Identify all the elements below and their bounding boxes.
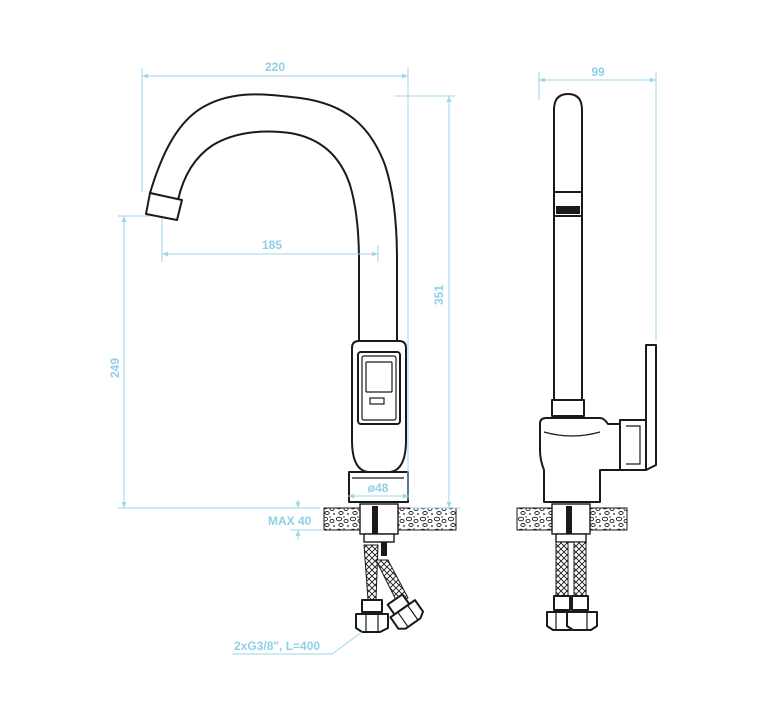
side-lever bbox=[645, 344, 657, 471]
hose-right bbox=[375, 559, 409, 605]
spout-reach-label: 185 bbox=[262, 238, 282, 252]
side-spout bbox=[553, 93, 583, 401]
spout-tip bbox=[145, 192, 183, 221]
side-body bbox=[539, 417, 627, 503]
side-view bbox=[516, 93, 657, 631]
hoses-label: 2xG3/8", L=400 bbox=[234, 639, 320, 653]
base-diameter-label: ø48 bbox=[368, 481, 389, 495]
height-total-label: 351 bbox=[432, 285, 446, 305]
front-view bbox=[145, 93, 457, 633]
max-thickness-label: MAX 40 bbox=[268, 514, 312, 528]
side-hose-right bbox=[573, 541, 587, 597]
spout-height-label: 249 bbox=[108, 358, 122, 378]
dimensions: 220 185 351 249 99 ø48 MAX 40 2xG3/8", L… bbox=[108, 60, 657, 655]
fitting-left bbox=[355, 599, 389, 633]
hose-left bbox=[363, 544, 379, 601]
width-total-label: 220 bbox=[265, 60, 285, 74]
lever-window bbox=[357, 351, 401, 425]
side-hose-left bbox=[555, 541, 569, 597]
side-width-label: 99 bbox=[591, 65, 605, 79]
fitting-right bbox=[386, 593, 425, 630]
spout bbox=[149, 93, 398, 349]
side-fittings bbox=[546, 595, 598, 631]
